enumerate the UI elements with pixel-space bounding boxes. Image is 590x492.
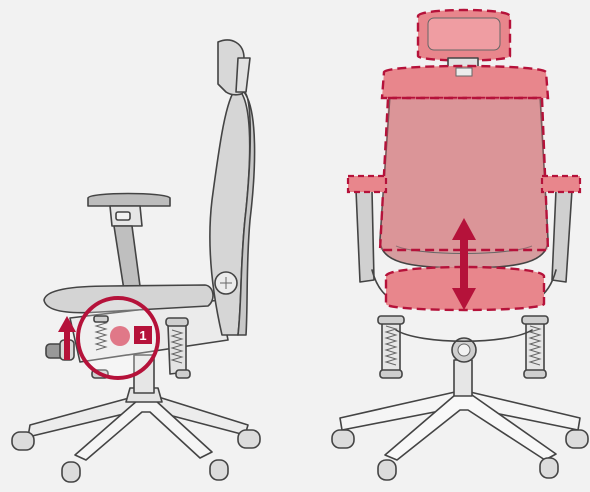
callout-badge-number: 1 <box>139 328 146 343</box>
front-backrest-top-highlight <box>382 66 548 98</box>
front-headrest-highlight <box>418 10 510 72</box>
side-armrest <box>88 194 170 291</box>
front-view-chair <box>332 10 588 480</box>
seat-height-lever <box>110 326 130 346</box>
seat-height-lever-callout: 1 <box>78 298 158 378</box>
side-caster <box>12 430 260 482</box>
front-base <box>332 338 588 480</box>
side-backrest <box>210 40 255 335</box>
side-view-chair: 1 <box>12 40 260 482</box>
